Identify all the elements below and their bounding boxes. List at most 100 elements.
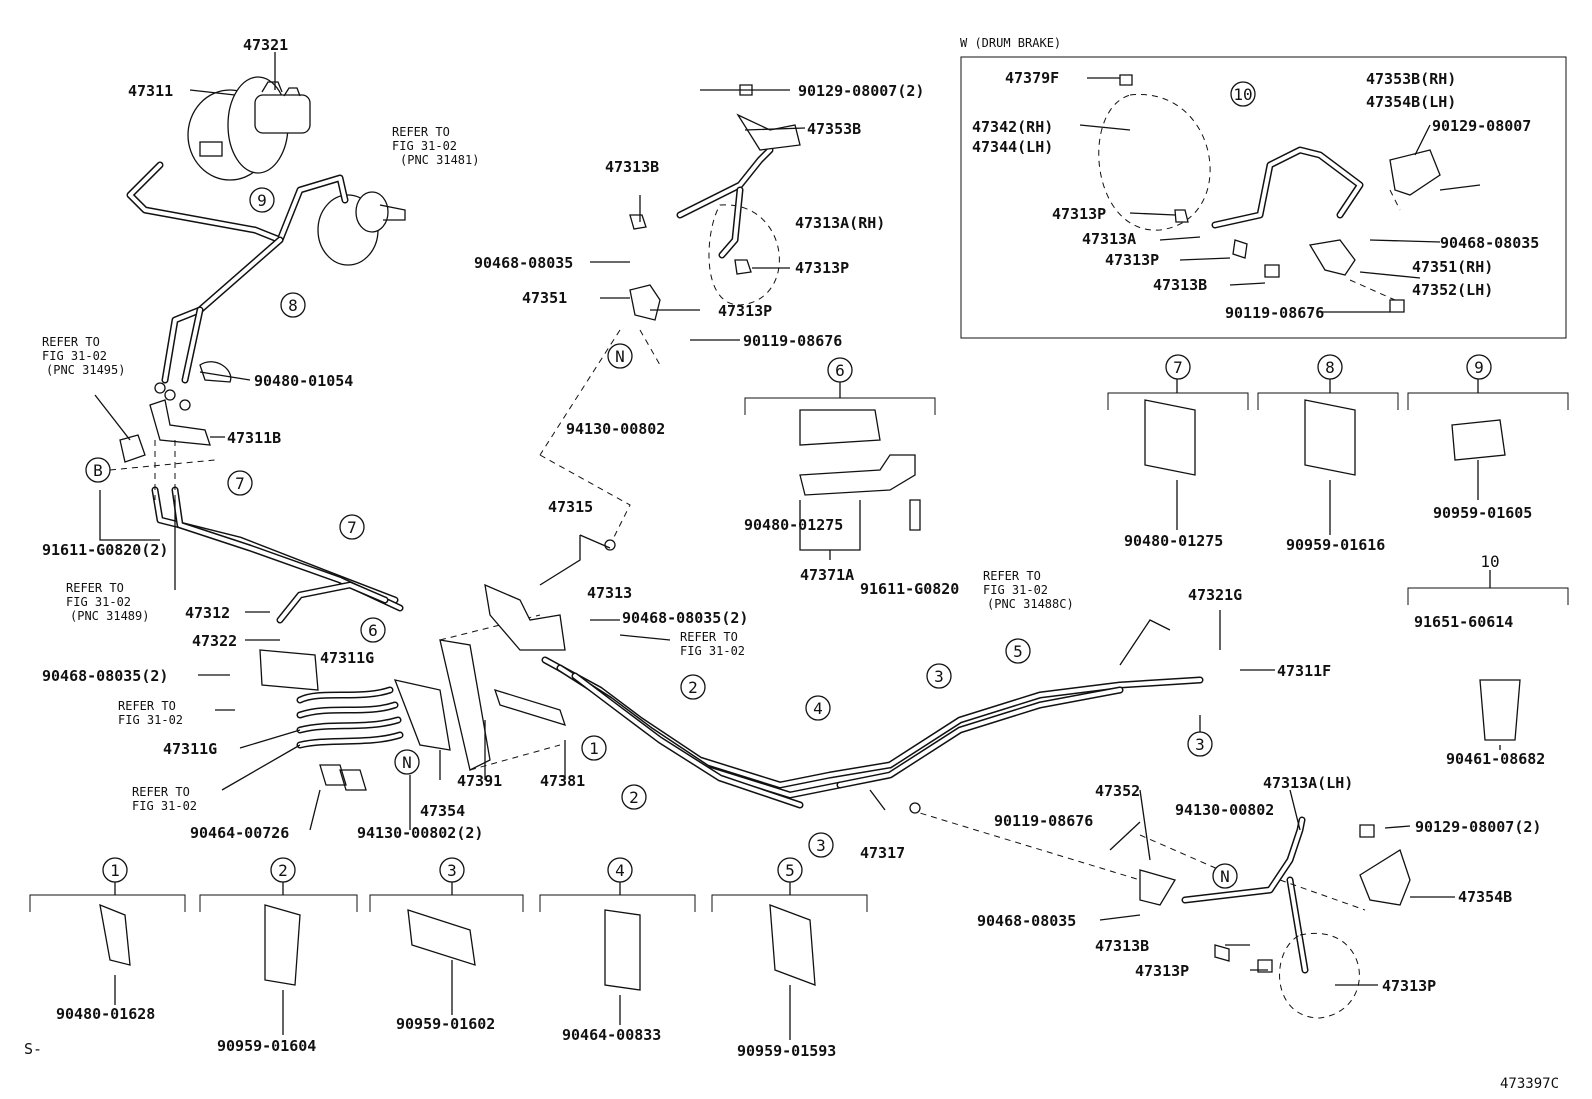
callout-n: N bbox=[1220, 867, 1230, 886]
refer-note: REFER TO bbox=[392, 125, 450, 139]
key-3-part: 90959-01602 bbox=[396, 1015, 495, 1033]
label-47313a: 47313A bbox=[1082, 230, 1136, 248]
clamp-drawings bbox=[99, 399, 1521, 991]
label-47311f: 47311F bbox=[1277, 662, 1331, 680]
label-91611-g0820: 91611-G0820(2) bbox=[42, 541, 168, 559]
main-brake-tubes bbox=[541, 656, 1204, 881]
callout-6: 6 bbox=[368, 621, 378, 640]
callout-3: 3 bbox=[934, 667, 944, 686]
rh-drum-hose bbox=[539, 84, 801, 456]
label-47342-rh: 47342(RH) bbox=[972, 118, 1053, 136]
label-90129-08007: 90129-08007 bbox=[1432, 117, 1531, 135]
refer-note: REFER TO bbox=[680, 630, 738, 644]
label-47313a-lh: 47313A(LH) bbox=[1263, 774, 1353, 792]
drum-brake-title: W (DRUM BRAKE) bbox=[960, 36, 1061, 50]
label-47315: 47315 bbox=[548, 498, 593, 516]
label-47354: 47354 bbox=[420, 802, 465, 820]
label-47311g: 47311G bbox=[163, 740, 217, 758]
key-10-part: 91651-60614 bbox=[1414, 613, 1513, 631]
junction-block bbox=[259, 614, 567, 791]
label-47381: 47381 bbox=[540, 772, 585, 790]
refer-note: (PNC 31481) bbox=[400, 153, 479, 167]
key-4-part: 90464-00833 bbox=[562, 1026, 661, 1044]
callout-2: 2 bbox=[278, 861, 288, 880]
label-47321g: 47321G bbox=[1188, 586, 1242, 604]
key-8-part: 90959-01616 bbox=[1286, 536, 1385, 554]
label-47313p: 47313P bbox=[795, 259, 849, 277]
callout-n: N bbox=[402, 753, 412, 772]
label-90468-08035: 90468-08035 bbox=[977, 912, 1076, 930]
callout-4: 4 bbox=[813, 699, 823, 718]
callout-6: 6 bbox=[835, 361, 845, 380]
refer-note: FIG 31-02 bbox=[42, 349, 107, 363]
label-90468-08035: 90468-08035(2) bbox=[622, 609, 748, 627]
refer-note: FIG 31-02 bbox=[680, 644, 745, 658]
label-47391: 47391 bbox=[457, 772, 502, 790]
lh-drum-hose bbox=[1139, 816, 1411, 1019]
key-7-part: 90480-01275 bbox=[1124, 532, 1223, 550]
refer-note: FIG 31-02 bbox=[392, 139, 457, 153]
callout-n: N bbox=[615, 347, 625, 366]
callout-4: 4 bbox=[615, 861, 625, 880]
label-47354b-lh: 47354B(LH) bbox=[1366, 93, 1456, 111]
key-brackets bbox=[29, 378, 1569, 1040]
callout-numbers: 9 8 B 7 7 6 N N 6 1 2 2 4 3 3 5 3 N 10 7… bbox=[93, 85, 1499, 886]
label-47313p: 47313P bbox=[1052, 205, 1106, 223]
callout-2: 2 bbox=[629, 788, 639, 807]
label-94130-00802: 94130-00802(2) bbox=[357, 824, 483, 842]
label-91611-g0820: 91611-G0820 bbox=[860, 580, 959, 598]
refer-note: (PNC 31488C) bbox=[987, 597, 1074, 611]
label-90129-08007: 90129-08007(2) bbox=[798, 82, 924, 100]
bracket-47311b bbox=[109, 361, 232, 500]
label-90119-08676: 90119-08676 bbox=[743, 332, 842, 350]
refer-note: FIG 31-02 bbox=[118, 713, 183, 727]
callout-7: 7 bbox=[235, 474, 245, 493]
callout-1: 1 bbox=[110, 861, 120, 880]
label-47311b: 47311B bbox=[227, 429, 281, 447]
label-90129-08007: 90129-08007(2) bbox=[1415, 818, 1541, 836]
drum-brake-box bbox=[960, 56, 1567, 339]
label-47353b: 47353B bbox=[807, 120, 861, 138]
callout-b: B bbox=[93, 461, 103, 480]
refer-note: FIG 31-02 bbox=[132, 799, 197, 813]
label-47354b: 47354B bbox=[1458, 888, 1512, 906]
key-2-part: 90959-01604 bbox=[217, 1037, 316, 1055]
label-47379f: 47379F bbox=[1005, 69, 1059, 87]
refer-note: REFER TO bbox=[983, 569, 1041, 583]
label-47312: 47312 bbox=[185, 604, 230, 622]
key-10-part: 90461-08682 bbox=[1446, 750, 1545, 768]
callout-3: 3 bbox=[447, 861, 457, 880]
key-5-part: 90959-01593 bbox=[737, 1042, 836, 1060]
center-bracket bbox=[484, 454, 631, 651]
leader-lines bbox=[94, 52, 1481, 986]
label-47311g: 47311G bbox=[320, 649, 374, 667]
label-47352-lh: 47352(LH) bbox=[1412, 281, 1493, 299]
label-47313p: 47313P bbox=[1105, 251, 1159, 269]
refer-note: REFER TO bbox=[42, 335, 100, 349]
refer-note: (PNC 31489) bbox=[70, 609, 149, 623]
label-94130-00802: 94130-00802 bbox=[566, 420, 665, 438]
label-90468-08035: 90468-08035(2) bbox=[42, 667, 168, 685]
label-90464-00726: 90464-00726 bbox=[190, 824, 289, 842]
callout-10: 10 bbox=[1233, 85, 1252, 104]
refer-note: REFER TO bbox=[132, 785, 190, 799]
part-labels: 47321 47311 REFER TO FIG 31-02 (PNC 3148… bbox=[24, 36, 1559, 1092]
label-47317: 47317 bbox=[860, 844, 905, 862]
label-47313: 47313 bbox=[587, 584, 632, 602]
callout-7: 7 bbox=[347, 518, 357, 537]
label-47313p: 47313P bbox=[1135, 962, 1189, 980]
key-1-part: 90480-01628 bbox=[56, 1005, 155, 1023]
label-90468-08035: 90468-08035 bbox=[474, 254, 573, 272]
callout-8: 8 bbox=[1325, 358, 1335, 377]
label-90119-08676: 90119-08676 bbox=[994, 812, 1093, 830]
label-47351: 47351 bbox=[522, 289, 567, 307]
label-47353b-rh: 47353B(RH) bbox=[1366, 70, 1456, 88]
label-47321: 47321 bbox=[243, 36, 288, 54]
label-47352: 47352 bbox=[1095, 782, 1140, 800]
refer-note: FIG 31-02 bbox=[983, 583, 1048, 597]
label-47313b: 47313B bbox=[605, 158, 659, 176]
label-47311: 47311 bbox=[128, 82, 173, 100]
label-47344-lh: 47344(LH) bbox=[972, 138, 1053, 156]
callout-7: 7 bbox=[1173, 358, 1183, 377]
